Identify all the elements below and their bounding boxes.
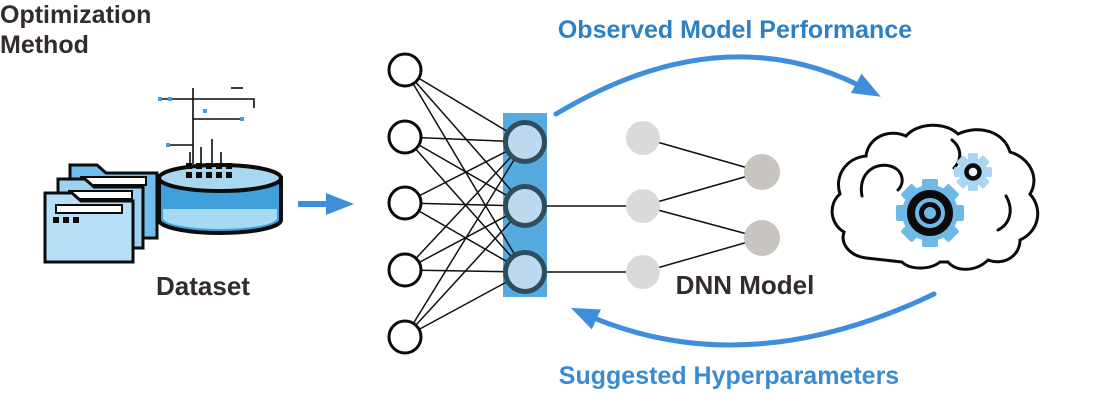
cylinder-bottom-band — [163, 209, 277, 229]
hidden-node — [503, 250, 547, 294]
output-node — [744, 154, 780, 190]
dnn-model-label: DNN Model — [675, 270, 815, 300]
gray-node — [626, 189, 660, 223]
brain-curl — [996, 194, 1012, 232]
database-cylinder-icon — [157, 163, 283, 235]
gray-node — [626, 121, 660, 155]
output-layer-nodes — [744, 154, 780, 256]
input-node — [387, 52, 423, 88]
output-node — [744, 220, 780, 256]
gray-layer-nodes — [626, 121, 660, 289]
folder-front — [43, 191, 135, 264]
input-node — [387, 185, 423, 221]
input-layer-nodes — [387, 52, 423, 355]
suggested-hyperparameters-label: Suggested Hyperparameters — [558, 362, 900, 390]
observed-performance-label: Observed Model Performance — [557, 16, 913, 44]
brain-icon — [830, 123, 1040, 271]
optimization-method-line2: Method — [0, 31, 89, 59]
folder-ellipsis-dots — [53, 217, 79, 223]
input-node — [387, 319, 423, 355]
input-node — [387, 252, 423, 288]
optimization-method-line1: Optimization — [0, 1, 152, 29]
hidden-node — [503, 184, 547, 228]
brain-curl — [859, 163, 904, 198]
neural-network-icon — [387, 52, 780, 355]
brain-curl — [950, 138, 962, 170]
gear-small-icon — [954, 153, 992, 191]
connector-pins — [186, 163, 232, 178]
folder-stack-icon — [43, 163, 159, 264]
optimization-method-label: Optimization Method — [0, 0, 1100, 60]
observed-performance-arc — [553, 54, 881, 117]
dataset-label: Dataset — [156, 271, 250, 301]
suggested-hyperparameters-arc — [570, 291, 937, 348]
gear-large-icon — [896, 179, 964, 247]
input-node — [387, 119, 423, 155]
circuit-wires-icon — [158, 87, 255, 164]
hidden-layer-nodes — [503, 120, 547, 294]
hidden-output-edges — [525, 137, 763, 273]
gray-node — [626, 255, 660, 289]
hidden-node — [503, 120, 547, 164]
wire-connector-dots — [158, 97, 244, 147]
